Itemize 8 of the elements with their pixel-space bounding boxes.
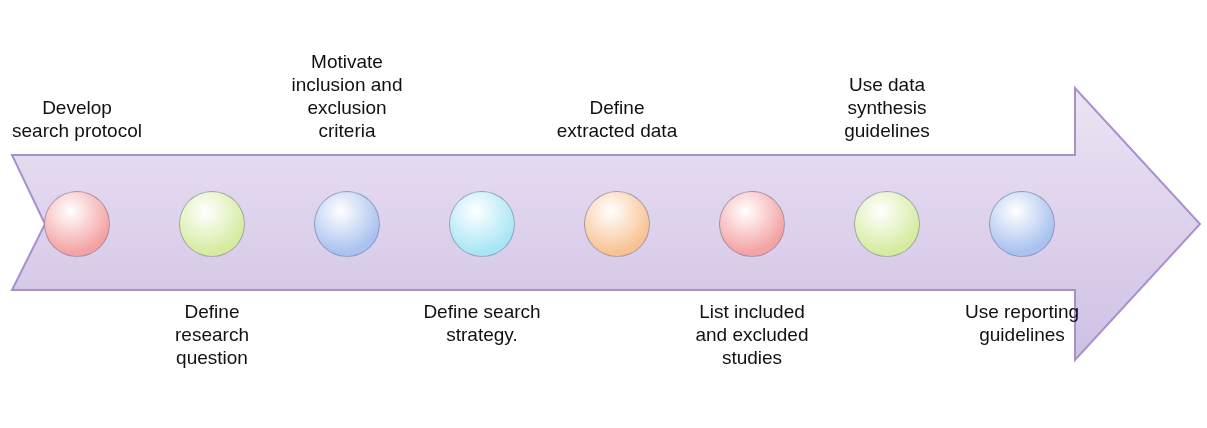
step-label: Motivate inclusion and exclusion criteria [290, 50, 404, 142]
step-label: Define search strategy. [422, 300, 542, 346]
step-label: Define extracted data [555, 96, 679, 142]
step-label: Define research question [174, 300, 250, 369]
step-label: List included and excluded studies [694, 300, 810, 369]
step-label: Develop search protocol [12, 96, 142, 142]
step-label: Use data synthesis guidelines [843, 73, 931, 142]
step-label: Use reporting guidelines [963, 300, 1081, 346]
